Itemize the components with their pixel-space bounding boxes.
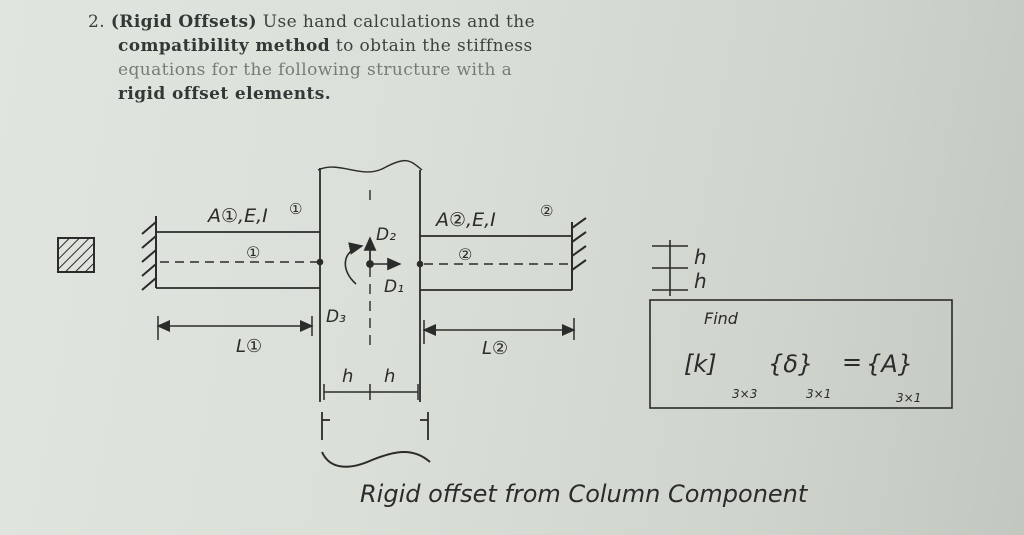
offset-sketch bbox=[652, 240, 688, 296]
displacement-vector-size: 3×1 bbox=[806, 387, 831, 401]
dimension-L2 bbox=[422, 318, 576, 344]
rigid-offset-annotation: Rigid offset from Column Component bbox=[360, 480, 809, 508]
member-2-properties: A②,E,I bbox=[434, 209, 496, 231]
h-left-label: h bbox=[342, 366, 353, 387]
problem-line-4: rigid offset elements. bbox=[118, 84, 332, 104]
column-lower bbox=[321, 412, 429, 440]
find-label: Find bbox=[704, 309, 739, 328]
member-1-properties: A①,E,I bbox=[206, 205, 268, 227]
problem-line-2: compatibility method to obtain the stiff… bbox=[88, 34, 608, 58]
length-2-label: L② bbox=[482, 338, 508, 359]
column bbox=[316, 160, 424, 402]
right-fixed-support bbox=[571, 217, 587, 290]
member-1-tag: ① bbox=[289, 200, 302, 218]
length-1-label: L① bbox=[236, 336, 262, 357]
dimension-h-h bbox=[323, 384, 419, 400]
rigid-offset-brace bbox=[321, 450, 431, 468]
problem-method: compatibility method bbox=[118, 36, 331, 56]
beam-member-1 bbox=[156, 231, 320, 289]
dof-1-label: D₁ bbox=[384, 277, 404, 297]
member-2-circle: ② bbox=[458, 245, 472, 264]
problem-line-1-rest: Use hand calculations and the bbox=[262, 12, 536, 32]
equals-sign: = bbox=[842, 348, 862, 376]
problem-line-1: 2. (Rigid Offsets) Use hand calculations… bbox=[88, 10, 608, 34]
dimension-L1 bbox=[156, 316, 314, 340]
offset-h-bottom: h bbox=[694, 269, 707, 293]
dof-arrows bbox=[344, 236, 402, 285]
action-vector-size: 3×1 bbox=[896, 391, 921, 405]
problem-number: 2. bbox=[88, 12, 106, 32]
beam-member-2 bbox=[420, 235, 572, 291]
problem-title: (Rigid Offsets) bbox=[110, 12, 257, 32]
stiffness-matrix-size: 3×3 bbox=[732, 387, 757, 401]
stiffness-matrix: [k] bbox=[684, 350, 717, 378]
action-vector: {A} bbox=[866, 350, 913, 378]
h-right-label: h bbox=[384, 366, 395, 387]
left-fixed-support bbox=[141, 216, 157, 291]
problem-line-3: equations for the following structure wi… bbox=[118, 60, 513, 80]
offset-h-top: h bbox=[694, 245, 707, 269]
problem-line-2-rest: to obtain the stiffness bbox=[335, 36, 533, 56]
dof-2-label: D₂ bbox=[376, 225, 396, 245]
hatched-square-icon bbox=[57, 237, 95, 273]
problem-statement: 2. (Rigid Offsets) Use hand calculations… bbox=[88, 10, 608, 106]
dof-3-label: D₃ bbox=[326, 307, 346, 327]
displacement-vector: {δ} bbox=[768, 350, 813, 378]
member-1-circle: ① bbox=[246, 243, 260, 262]
member-2-tag: ② bbox=[540, 202, 553, 220]
find-box bbox=[649, 299, 953, 409]
